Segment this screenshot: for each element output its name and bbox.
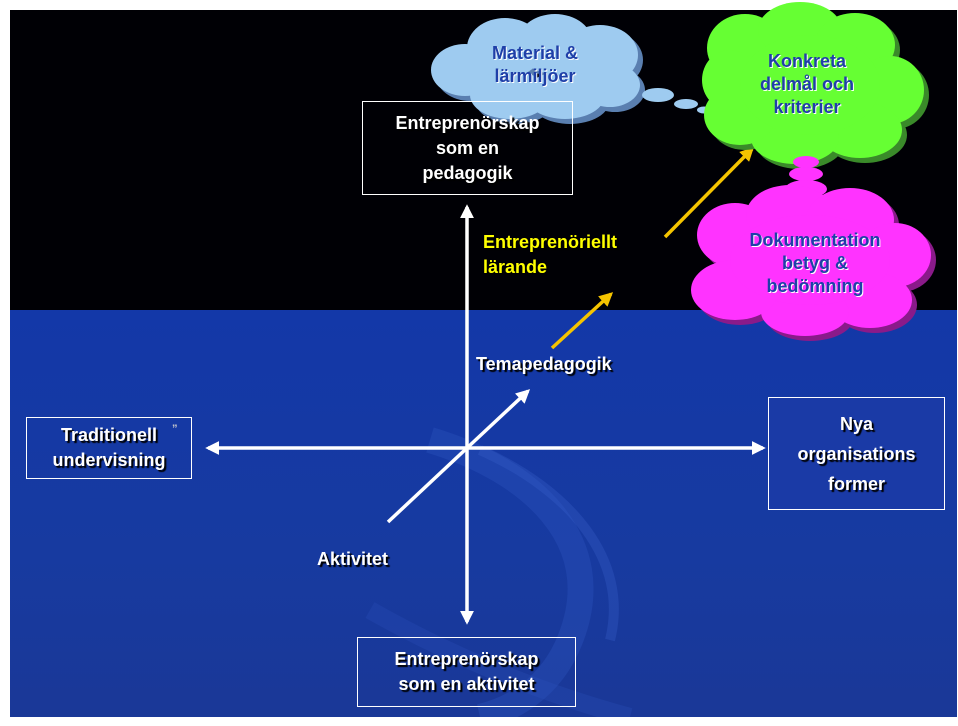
blue-bottom-band xyxy=(10,310,957,717)
label-temapedagogik: Temapedagogik xyxy=(476,354,612,374)
diagonal-upper-arrow xyxy=(465,389,531,450)
cloud-dokumentation xyxy=(691,156,936,341)
cloud-konkreta-text: Konkreta delmål och kriterier xyxy=(759,51,855,117)
cloud-material xyxy=(431,14,711,124)
box-top-pedagogik: Entreprenörskap som en pedagogik xyxy=(362,101,573,195)
yellow-arrow-upper xyxy=(663,147,754,239)
cloud-material-text: Material & lärmiljöer xyxy=(491,43,579,86)
box-left-footnote: ” xyxy=(172,423,178,435)
box-right-nya-organisationsformer: Nya organisations former xyxy=(768,397,945,510)
label-entreprenoriellt-larande: Entreprenöriellt lärande xyxy=(483,232,618,277)
box-left-label: Traditionell undervisning xyxy=(52,425,166,470)
diagonal-lower-line xyxy=(386,446,469,524)
cloud-dokumentation-text: Dokumentation betyg & bedömning xyxy=(749,230,881,296)
background-swirl xyxy=(365,427,633,717)
box-left-traditionell: Traditionell undervisning ” xyxy=(26,417,192,479)
cloud-konkreta xyxy=(702,2,929,169)
label-aktivitet: Aktivitet xyxy=(317,549,389,569)
box-bottom-aktivitet: Entreprenörskap som en aktivitet xyxy=(357,637,576,707)
yellow-arrow-lower xyxy=(550,292,614,350)
